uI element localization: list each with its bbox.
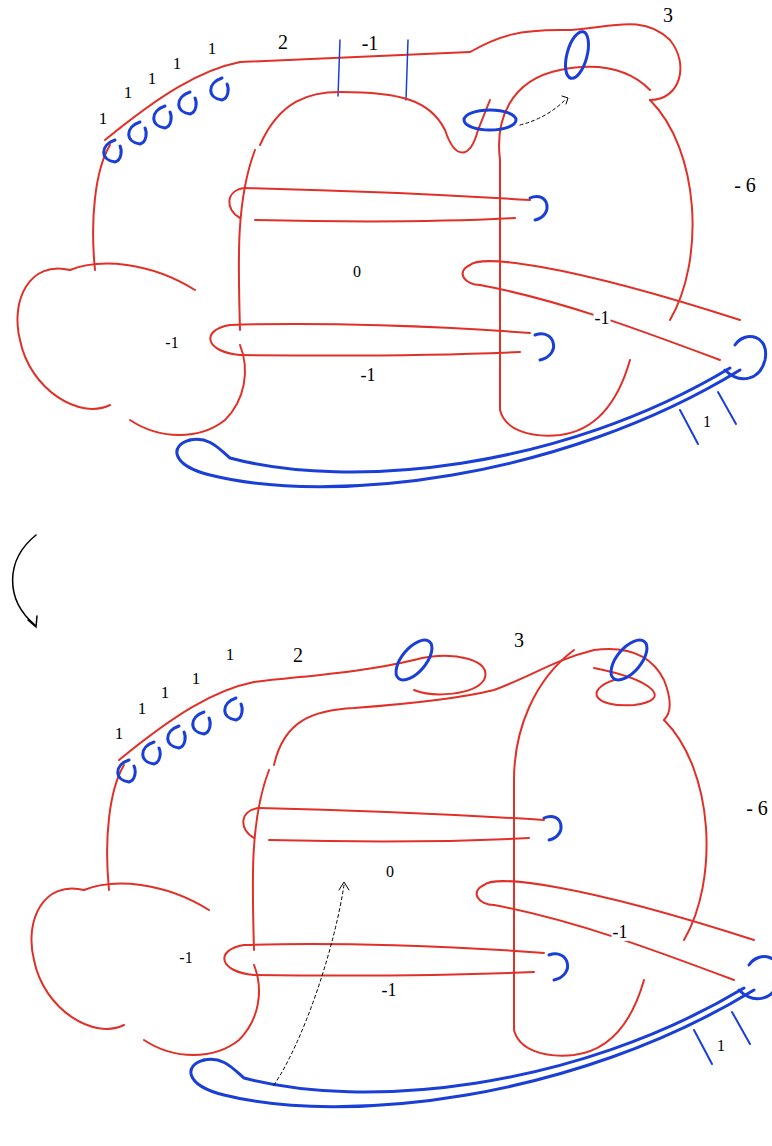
framing-number: 1 [191, 670, 202, 687]
framing-number: - 6 [745, 798, 769, 818]
framing-number: 1 [716, 1038, 726, 1054]
framing-number: - 6 [733, 175, 757, 195]
framing-number: 1 [137, 700, 148, 717]
framing-number: -1 [360, 366, 377, 384]
framing-number: 1 [147, 70, 158, 87]
framing-number: 1 [172, 55, 183, 72]
framing-number: -1 [361, 33, 380, 53]
framing-number: 2 [277, 32, 289, 52]
framing-number: 3 [513, 630, 525, 650]
framing-number: 1 [114, 725, 125, 742]
framing-number: 3 [662, 5, 674, 25]
framing-number: 1 [225, 646, 236, 663]
framing-number: -1 [381, 981, 398, 999]
framing-number: 1 [123, 84, 134, 101]
framing-number: -1 [164, 335, 179, 351]
framing-number: -1 [594, 309, 611, 327]
framing-number: 0 [352, 264, 362, 280]
framing-number: 1 [98, 110, 109, 127]
framing-number: -1 [178, 950, 193, 966]
framing-number: -1 [612, 923, 629, 941]
framing-number: 1 [160, 684, 171, 701]
framing-number: 0 [385, 864, 395, 880]
framing-number: 2 [292, 645, 304, 665]
framing-number: 1 [207, 40, 218, 57]
framing-number: 1 [702, 414, 712, 430]
